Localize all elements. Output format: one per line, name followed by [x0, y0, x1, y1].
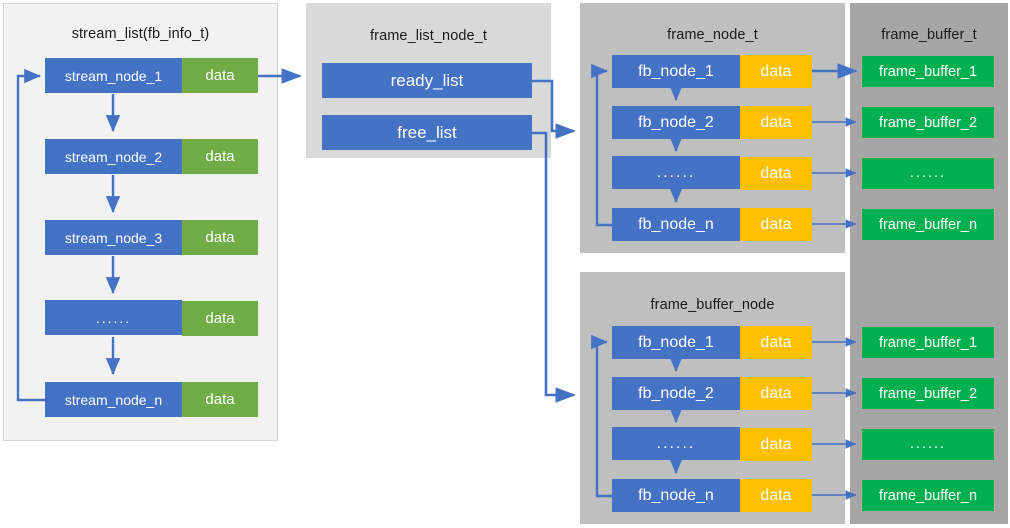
- frame-buffer-node-label: fb_node_n: [612, 479, 740, 512]
- frame-node-row[interactable]: fb_node_1 data: [612, 55, 812, 88]
- frame-node-label: fb_node_2: [612, 106, 740, 139]
- stream-node-data: data: [182, 301, 258, 336]
- stream-node-data: data: [182, 382, 258, 417]
- panel-frame-buffer-node-title: frame_buffer_node: [650, 297, 775, 313]
- frame-buffer-node-data: data: [740, 428, 812, 461]
- ready-list-box[interactable]: ready_list: [322, 63, 532, 98]
- frame-buffer-node-data: data: [740, 377, 812, 410]
- frame-buffer-node-data: data: [740, 326, 812, 359]
- frame-buffer-box[interactable]: frame_buffer_1: [862, 327, 994, 358]
- free-list-box[interactable]: free_list: [322, 115, 532, 150]
- frame-buffer-box[interactable]: frame_buffer_n: [862, 209, 994, 240]
- stream-node-row[interactable]: stream_node_3 data: [45, 220, 258, 255]
- stream-node-label: stream_node_1: [45, 58, 182, 93]
- frame-buffer-box[interactable]: frame_buffer_n: [862, 480, 994, 511]
- panel-frame-buffer-title: frame_buffer_t: [881, 27, 977, 43]
- frame-buffer-node-data: data: [740, 479, 812, 512]
- stream-node-row[interactable]: stream_node_n data: [45, 382, 258, 417]
- panel-frame-node-title: frame_node_t: [667, 27, 758, 43]
- stream-node-row[interactable]: ...... data: [45, 300, 258, 336]
- frame-buffer-box[interactable]: frame_buffer_1: [862, 56, 994, 87]
- stream-node-data: data: [182, 58, 258, 93]
- frame-buffer-node-label: ......: [612, 427, 740, 460]
- frame-node-label: fb_node_1: [612, 55, 740, 88]
- frame-buffer-node-label: fb_node_1: [612, 326, 740, 359]
- frame-buffer-node-row[interactable]: fb_node_n data: [612, 479, 812, 512]
- stream-node-data: data: [182, 139, 258, 174]
- stream-node-label: stream_node_2: [45, 139, 182, 174]
- stream-node-row[interactable]: stream_node_2 data: [45, 139, 258, 174]
- panel-stream-list-title: stream_list(fb_info_t): [71, 26, 210, 42]
- frame-buffer-box[interactable]: ......: [862, 429, 994, 460]
- frame-node-data: data: [740, 208, 812, 241]
- frame-node-data: data: [740, 55, 812, 88]
- frame-buffer-node-label: fb_node_2: [612, 377, 740, 410]
- free-list-to-frame-buffer-node-arrow: [532, 131, 577, 403]
- frame-node-data: data: [740, 106, 812, 139]
- stream-node-row[interactable]: stream_node_1 data: [45, 58, 258, 93]
- frame-buffer-node-row[interactable]: fb_node_1 data: [612, 326, 812, 359]
- frame-buffer-box[interactable]: ......: [862, 158, 994, 189]
- frame-node-data: data: [740, 157, 812, 190]
- frame-node-row[interactable]: ...... data: [612, 156, 812, 190]
- frame-buffer-node-row[interactable]: ...... data: [612, 427, 812, 461]
- frame-node-label: fb_node_n: [612, 208, 740, 241]
- stream-node-label: stream_node_n: [45, 382, 182, 417]
- stream-node-data: data: [182, 220, 258, 255]
- stream-node-label: stream_node_3: [45, 220, 182, 255]
- panel-frame-list-node-title: frame_list_node_t: [370, 28, 487, 44]
- frame-buffer-box[interactable]: frame_buffer_2: [862, 378, 994, 409]
- frame-node-row[interactable]: fb_node_2 data: [612, 106, 812, 139]
- stream-node-label: ......: [45, 300, 182, 335]
- frame-buffer-node-row[interactable]: fb_node_2 data: [612, 377, 812, 410]
- frame-node-row[interactable]: fb_node_n data: [612, 208, 812, 241]
- frame-buffer-box[interactable]: frame_buffer_2: [862, 107, 994, 138]
- frame-node-label: ......: [612, 156, 740, 189]
